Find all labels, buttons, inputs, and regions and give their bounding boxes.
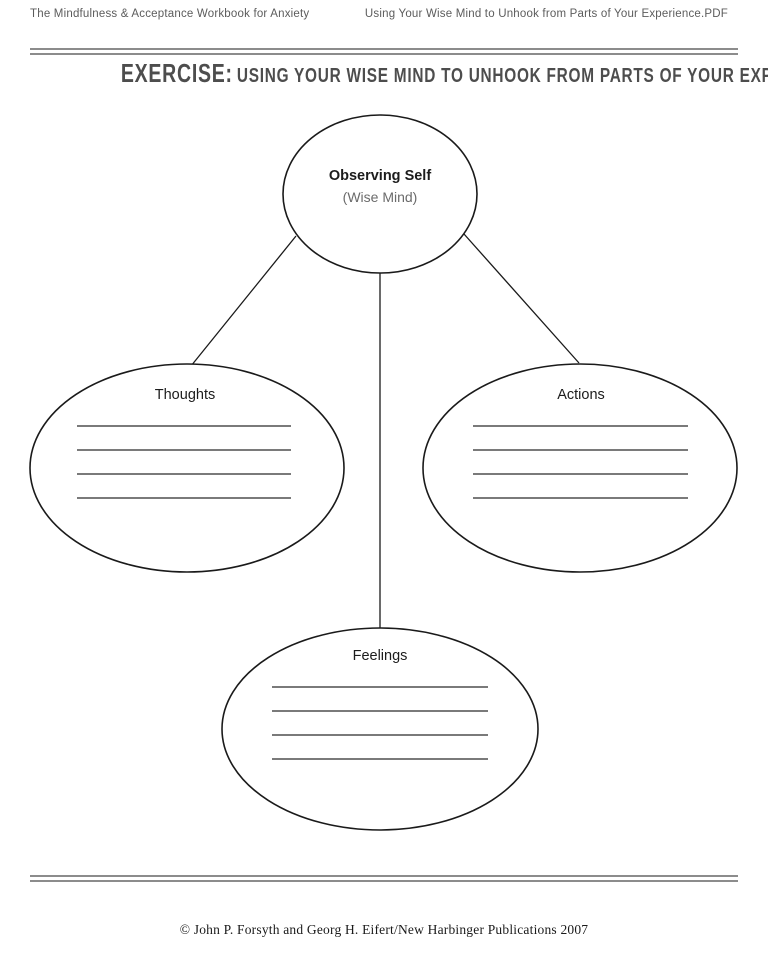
header-book-title: The Mindfulness & Acceptance Workbook fo… [30,8,310,20]
observing-self-label: Observing Self [328,168,432,184]
footer-copyright: © John P. Forsyth and Georg H. Eifert/Ne… [179,922,589,937]
thoughts-label: Thoughts [154,387,216,403]
diagram-nodes [29,114,738,831]
connector-lines [190,233,580,629]
top-double-rule [30,48,738,55]
running-header: The Mindfulness & Acceptance Workbook fo… [30,8,728,20]
thoughts-write-lines [77,425,291,499]
title-rest-label: USING YOUR WISE MIND TO UNHOOK FROM PART… [236,64,768,87]
node-feelings [221,627,539,831]
wise-mind-diagram [29,114,738,831]
wise-mind-sublabel: (Wise Mind) [342,189,418,205]
feelings-label: Feelings [352,648,408,664]
header-document-title: Using Your Wise Mind to Unhook from Part… [364,8,728,20]
connector-observing-actions [463,233,580,364]
actions-write-lines [473,425,688,499]
actions-label: Actions [557,387,605,403]
node-actions [422,363,738,573]
bottom-double-rule [30,875,738,882]
title-exercise-label: EXERCISE: [120,58,233,88]
node-thoughts [29,363,345,573]
page-title: EXERCISE: USING YOUR WISE MIND TO UNHOOK… [0,56,768,95]
node-observing-self [282,114,478,274]
connector-observing-thoughts [190,235,297,367]
feelings-write-lines [272,686,488,760]
